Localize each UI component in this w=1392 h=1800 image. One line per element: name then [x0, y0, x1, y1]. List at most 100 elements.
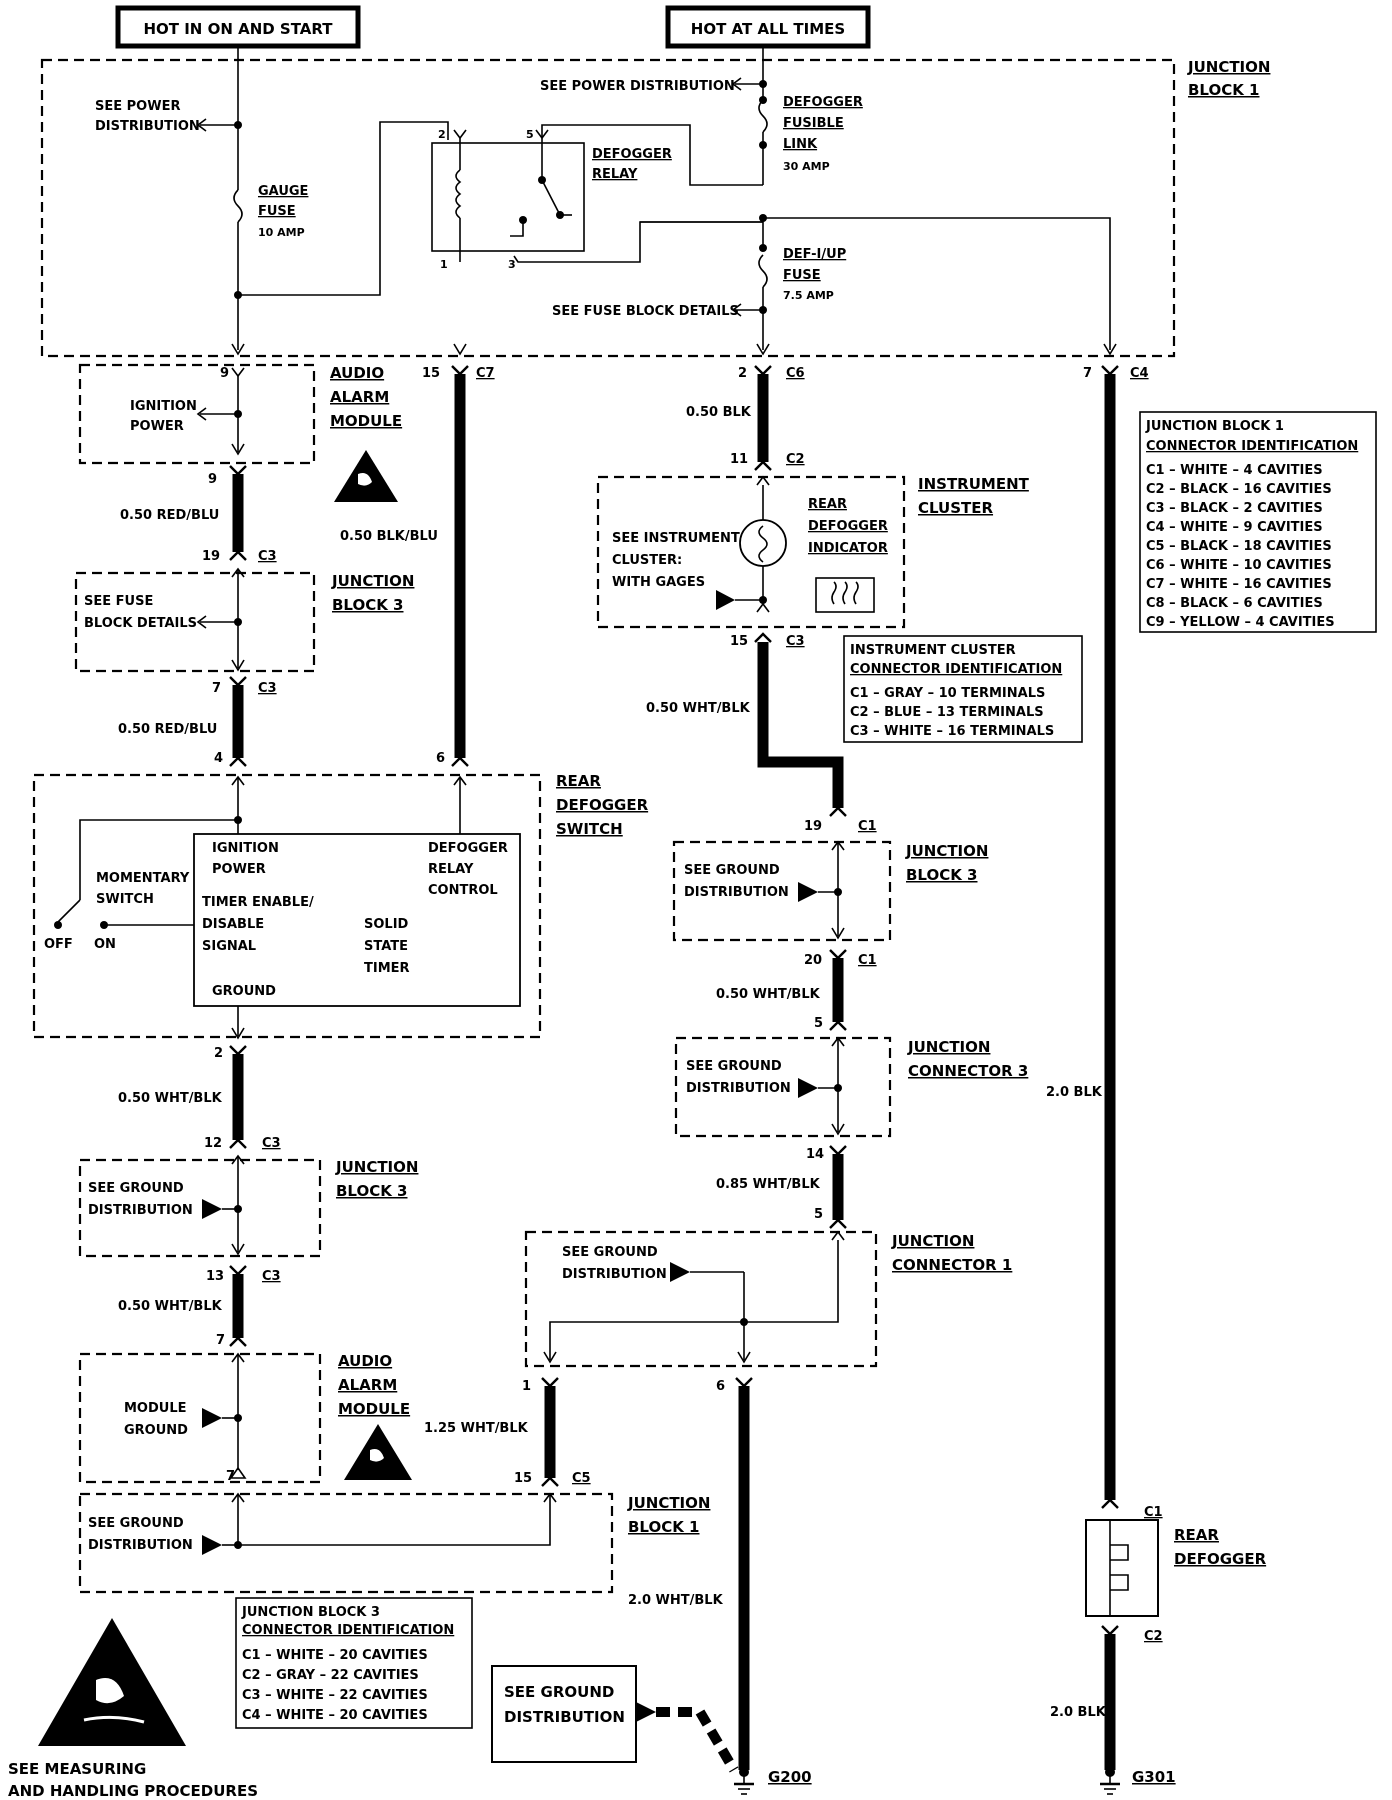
- junction-block-1-connector-table: JUNCTION BLOCK 1 CONNECTOR IDENTIFICATIO…: [1139, 411, 1377, 633]
- svg-text:SWITCH: SWITCH: [96, 892, 154, 907]
- junction-connector-3: [674, 1036, 892, 1138]
- svg-text:BLOCK 3: BLOCK 3: [336, 1182, 408, 1200]
- svg-text:15: 15: [422, 366, 440, 381]
- junction-block-3-right: [672, 840, 892, 942]
- instrument-cluster-connector-table: INSTRUMENT CLUSTER CONNECTOR IDENTIFICAT…: [843, 635, 1083, 743]
- svg-text:7: 7: [226, 1469, 235, 1484]
- svg-text:15: 15: [730, 634, 748, 649]
- see-ground-distribution-jb3: SEE GROUND: [88, 1181, 184, 1196]
- svg-text:C1: C1: [858, 953, 877, 968]
- svg-text:SWITCH: SWITCH: [556, 820, 623, 838]
- svg-text:DISTRIBUTION: DISTRIBUTION: [686, 1081, 791, 1096]
- svg-text:13: 13: [206, 1269, 224, 1284]
- svg-text:DISTRIBUTION: DISTRIBUTION: [684, 885, 789, 900]
- svg-text:C2 – GRAY – 22 CAVITIES: C2 – GRAY – 22 CAVITIES: [242, 1668, 419, 1683]
- svg-text:LINK: LINK: [783, 137, 818, 152]
- see-ground-distribution-jb3-right: SEE GROUND: [684, 863, 780, 878]
- svg-text:C4 – WHITE – 20 CAVITIES: C4 – WHITE – 20 CAVITIES: [242, 1708, 428, 1723]
- svg-text:1: 1: [440, 258, 448, 271]
- svg-text:9: 9: [220, 366, 229, 381]
- svg-text:2: 2: [438, 128, 446, 141]
- svg-text:C3: C3: [258, 681, 277, 696]
- wire-wht-blk-6: 1.25 WHT/BLK: [424, 1421, 529, 1436]
- defogger-relay: [431, 142, 585, 252]
- svg-text:POWER: POWER: [130, 419, 184, 434]
- esd-warning-icon: [38, 1618, 186, 1746]
- wire-wht-blk-7: 2.0 WHT/BLK: [628, 1593, 724, 1608]
- svg-text:BLOCK 3: BLOCK 3: [332, 596, 404, 614]
- svg-text:DEFOGGER: DEFOGGER: [1174, 1550, 1267, 1568]
- svg-text:C5: C5: [572, 1471, 591, 1486]
- svg-text:10 AMP: 10 AMP: [258, 226, 305, 239]
- svg-text:C2 – BLACK – 16 CAVITIES: C2 – BLACK – 16 CAVITIES: [1146, 482, 1332, 497]
- connector-c7: C7: [476, 366, 495, 381]
- svg-text:C3: C3: [258, 549, 277, 564]
- svg-text:CONNECTOR 3: CONNECTOR 3: [908, 1062, 1028, 1080]
- svg-text:19: 19: [804, 819, 822, 834]
- junction-block-1-bottom: [78, 1492, 614, 1594]
- ground-symbol-g200: [734, 1772, 754, 1795]
- ignition-power-label: IGNITION: [130, 399, 197, 414]
- def-iup-fuse-label: DEF-I/UP: [783, 247, 846, 262]
- momentary-switch-label: MOMENTARY: [96, 871, 190, 886]
- junction-block-1-boundary: [40, 58, 1176, 358]
- esd-warning-icon: [344, 1424, 412, 1480]
- junction-connector-1: [524, 1230, 878, 1368]
- svg-text:WITH GAGES: WITH GAGES: [612, 575, 705, 590]
- gauge-fuse-label: GAUGE: [258, 184, 308, 199]
- svg-text:JUNCTION BLOCK 1: JUNCTION BLOCK 1: [1145, 419, 1284, 434]
- svg-text:C2: C2: [1144, 1629, 1163, 1644]
- wire-wht-blk-1: 0.50 WHT/BLK: [118, 1091, 223, 1106]
- svg-text:4: 4: [214, 751, 223, 766]
- svg-text:C9 – YELLOW – 4 CAVITIES: C9 – YELLOW – 4 CAVITIES: [1146, 615, 1335, 630]
- svg-text:7: 7: [1083, 366, 1092, 381]
- switch-off-label: OFF: [44, 937, 73, 952]
- ground-symbol-g301: [1100, 1772, 1120, 1795]
- svg-text:C1 – GRAY – 10 TERMINALS: C1 – GRAY – 10 TERMINALS: [850, 686, 1045, 701]
- wire-red-blu-2: 0.50 RED/BLU: [118, 722, 217, 737]
- svg-text:FUSE: FUSE: [258, 204, 296, 219]
- see-power-distribution-right: SEE POWER DISTRIBUTION: [540, 79, 735, 94]
- rear-defogger-title: REAR: [1174, 1526, 1219, 1544]
- esd-warning-icon: [334, 450, 398, 502]
- svg-text:20: 20: [804, 953, 822, 968]
- svg-text:C2: C2: [786, 452, 805, 467]
- svg-text:FUSIBLE: FUSIBLE: [783, 116, 844, 131]
- svg-text:RELAY: RELAY: [428, 862, 474, 877]
- see-fuse-block-details-jb3: SEE FUSE: [84, 594, 153, 609]
- svg-text:7: 7: [216, 1333, 225, 1348]
- hot-at-all-times-box: HOT AT ALL TIMES: [665, 5, 871, 49]
- timer-enable-signal: TIMER ENABLE/: [202, 895, 314, 910]
- svg-text:INSTRUMENT CLUSTER: INSTRUMENT CLUSTER: [850, 643, 1016, 658]
- svg-text:BLOCK 1: BLOCK 1: [1188, 81, 1260, 99]
- svg-text:C7 – WHITE – 16 CAVITIES: C7 – WHITE – 16 CAVITIES: [1146, 577, 1332, 592]
- connector-c4: C4: [1130, 366, 1149, 381]
- switch-ground-label: GROUND: [212, 984, 276, 999]
- module-ground-label: MODULE: [124, 1401, 187, 1416]
- see-instrument-cluster: SEE INSTRUMENT: [612, 531, 740, 546]
- svg-text:11: 11: [730, 452, 748, 467]
- see-ground-distribution-jc1: SEE GROUND: [562, 1245, 658, 1260]
- svg-text:ALARM: ALARM: [338, 1376, 397, 1394]
- svg-text:14: 14: [806, 1147, 824, 1162]
- svg-text:C3: C3: [262, 1136, 281, 1151]
- svg-text:MODULE: MODULE: [338, 1400, 410, 1418]
- defogger-relay-label: DEFOGGER: [592, 147, 672, 162]
- svg-text:SIGNAL: SIGNAL: [202, 939, 256, 954]
- hot-at-all-times-label: HOT AT ALL TIMES: [691, 20, 845, 38]
- instrument-cluster: [596, 475, 906, 629]
- instrument-cluster-title: INSTRUMENT: [918, 475, 1030, 493]
- svg-text:CONNECTOR IDENTIFICATION: CONNECTOR IDENTIFICATION: [1146, 439, 1358, 454]
- svg-text:DISTRIBUTION: DISTRIBUTION: [504, 1708, 625, 1726]
- svg-text:C2 – BLUE – 13 TERMINALS: C2 – BLUE – 13 TERMINALS: [850, 705, 1044, 720]
- junction-block-3-right-title: JUNCTION: [905, 842, 988, 860]
- svg-text:C3 – BLACK – 2 CAVITIES: C3 – BLACK – 2 CAVITIES: [1146, 501, 1323, 516]
- svg-text:BLOCK DETAILS: BLOCK DETAILS: [84, 616, 197, 631]
- g301-label: G301: [1132, 1768, 1176, 1786]
- svg-text:7.5 AMP: 7.5 AMP: [783, 289, 834, 302]
- audio-alarm-module-top: [78, 363, 316, 465]
- junction-block-1-bottom-title: JUNCTION: [627, 1494, 710, 1512]
- svg-text:CONTROL: CONTROL: [428, 883, 498, 898]
- rear-defogger-switch-title: REAR: [556, 772, 601, 790]
